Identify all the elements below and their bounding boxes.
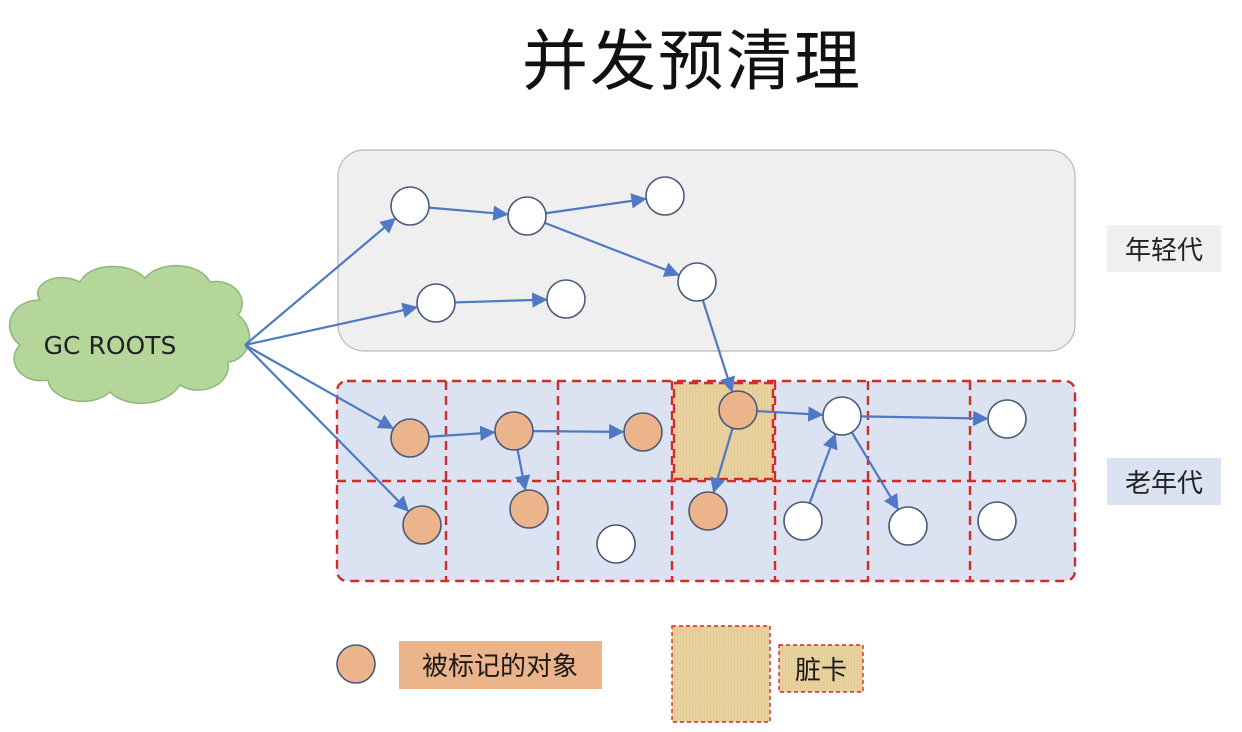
reference-arrow [756, 406, 824, 422]
marked-object-node [688, 491, 728, 531]
young-generation-text: 年轻代 [1125, 236, 1203, 266]
legend-dirty-card-label: 脏卡 [795, 656, 847, 686]
young-generation-label: 年轻代 [1107, 225, 1221, 272]
reference-arrow [454, 292, 548, 308]
reference-arrow [515, 449, 531, 491]
unmarked-object-node [416, 283, 456, 323]
legend-marked-object-label: 被标记的对象 [422, 652, 578, 682]
unmarked-object-node [888, 506, 928, 546]
reference-arrow [544, 221, 680, 277]
gc-roots-cloud: GC ROOTS [9, 265, 251, 404]
marked-object-node [402, 505, 442, 545]
legend-marked-object-icon [336, 644, 376, 684]
reference-arrow [860, 410, 989, 427]
reference-arrow [244, 344, 410, 512]
unmarked-object-node [822, 396, 862, 436]
unmarked-object-node [987, 399, 1027, 439]
unmarked-object-node [596, 524, 636, 564]
marked-object-node [494, 411, 534, 451]
unmarked-object-node [546, 279, 586, 319]
reference-arrow [710, 427, 734, 494]
unmarked-object-node [390, 186, 430, 226]
marked-object-node [390, 418, 430, 458]
reference-arrow [244, 344, 394, 430]
unmarked-object-node [507, 196, 547, 236]
unmarked-object-node [677, 262, 717, 302]
reference-arrow [808, 433, 838, 504]
young-generation-region [337, 149, 1076, 352]
reference-arrow [428, 205, 509, 221]
reference-arrow [428, 425, 496, 441]
unmarked-object-node [645, 176, 685, 216]
reference-arrow [244, 217, 396, 346]
reference-arrow [244, 302, 418, 347]
reference-edges [244, 193, 989, 512]
reference-arrow [701, 299, 736, 393]
cloud-icon [9, 265, 251, 404]
old-generation-label: 老年代 [1107, 458, 1221, 505]
marked-object-node [509, 489, 549, 529]
page-title: 并发预清理 [522, 23, 862, 100]
legend: 被标记的对象 脏卡 [336, 625, 864, 723]
reference-arrow [545, 193, 647, 215]
object-nodes [390, 176, 1027, 564]
legend-dirty-card-icon [671, 625, 771, 723]
gc-roots-label: GC ROOTS [44, 331, 177, 360]
reference-arrow [532, 424, 625, 440]
unmarked-object-node [977, 501, 1017, 541]
unmarked-object-node [783, 501, 823, 541]
reference-arrow [850, 431, 899, 511]
old-generation-text: 老年代 [1125, 469, 1203, 499]
marked-object-node [718, 390, 758, 430]
marked-object-node [623, 412, 663, 452]
